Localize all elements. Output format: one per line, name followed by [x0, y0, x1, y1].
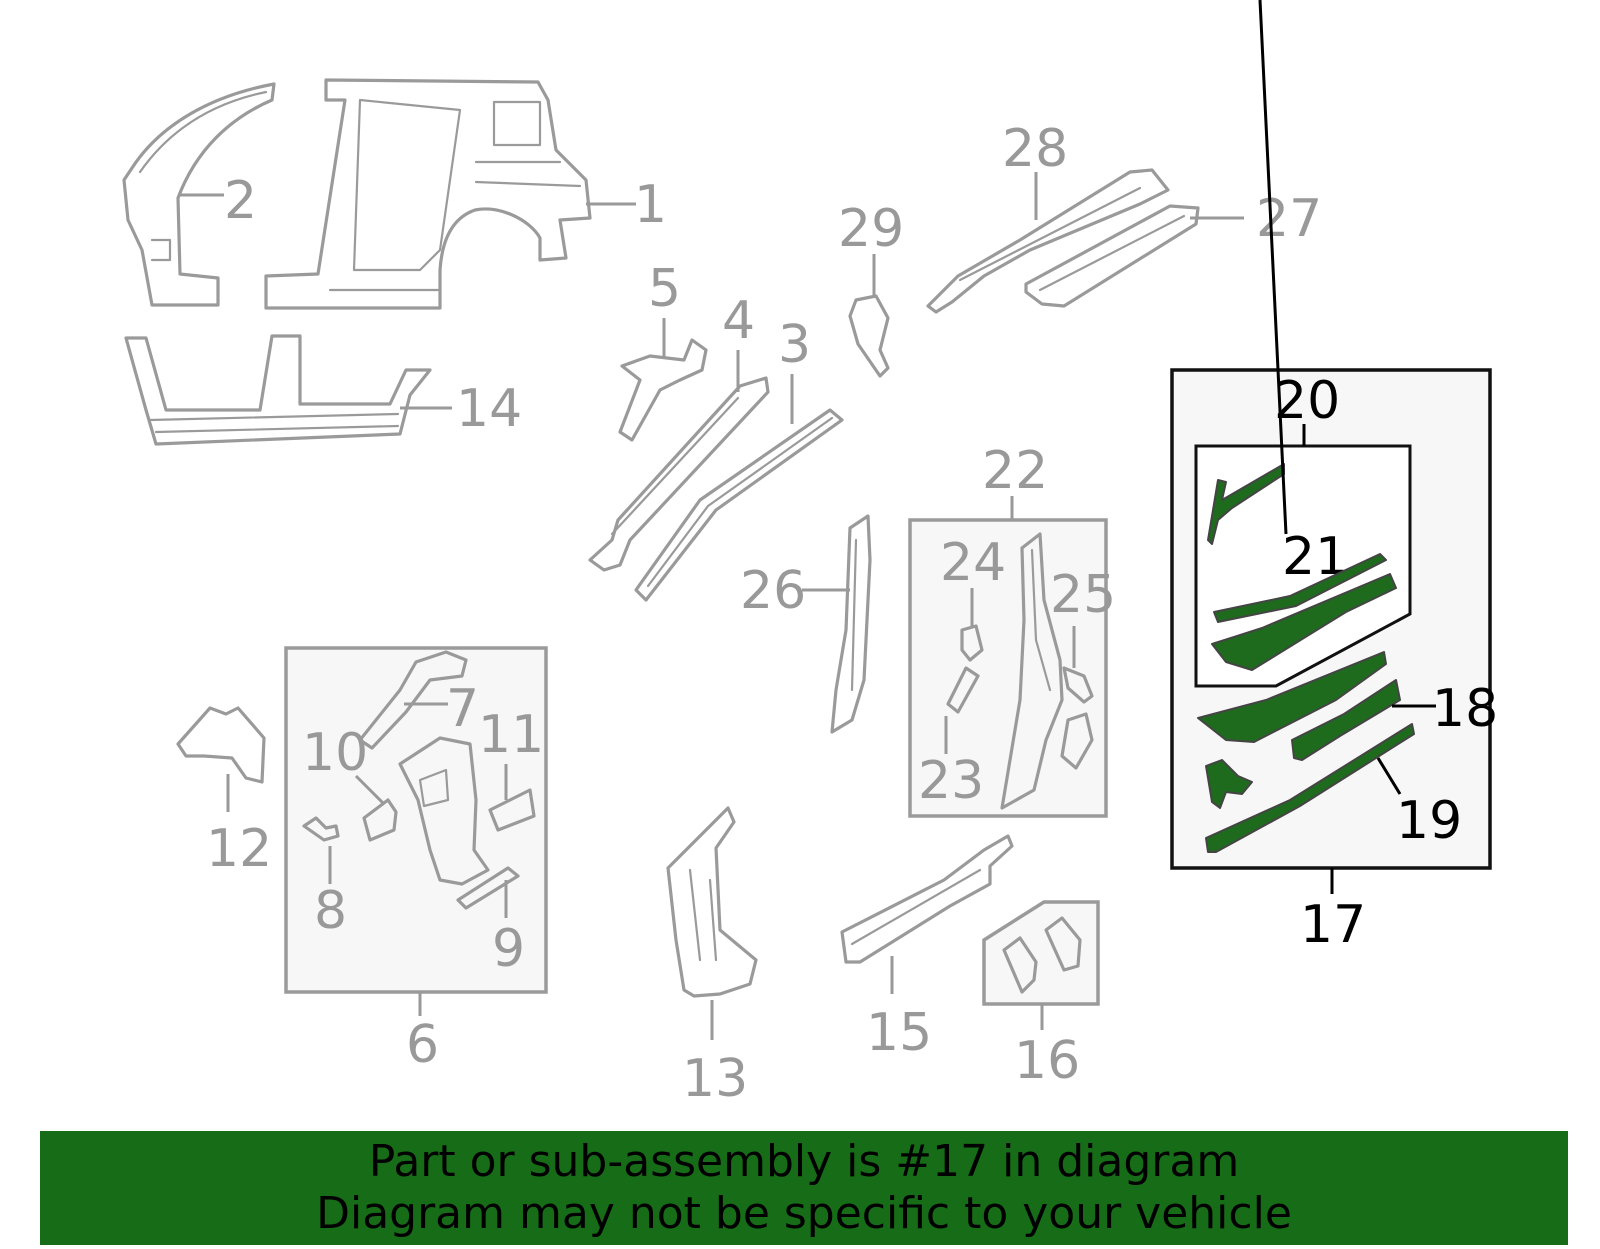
callout-27: 27 — [1256, 189, 1322, 249]
leader-19 — [1376, 757, 1402, 795]
callout-8: 8 — [314, 881, 347, 941]
callout-20: 20 — [1274, 371, 1340, 431]
part-14-rocker-panel: 14 — [124, 334, 522, 446]
group-box-17-highlighted: 17 20 21 18 19 — [1170, 0, 1498, 955]
callout-28: 28 — [1002, 119, 1068, 179]
callout-22: 22 — [982, 441, 1048, 501]
callout-5: 5 — [648, 259, 681, 319]
part-27-roof-rail-reinf: 27 — [1024, 189, 1322, 308]
banner-line-2: Diagram may not be specific to your vehi… — [316, 1188, 1292, 1239]
part-3-roof-rail-inner: 3 — [634, 315, 844, 602]
callout-6: 6 — [406, 1015, 439, 1075]
part-26-pillar-reinf: 26 — [740, 514, 872, 734]
part-4-roof-rail: 4 — [588, 291, 770, 572]
callout-2: 2 — [224, 171, 257, 231]
callout-26: 26 — [740, 561, 806, 621]
callout-19: 19 — [1396, 791, 1462, 851]
leader-21 — [1258, 0, 1288, 535]
part-5-bracket: 5 — [618, 259, 708, 442]
callout-17: 17 — [1300, 895, 1366, 955]
callout-9: 9 — [492, 919, 525, 979]
part-13-pillar-lower: 13 — [666, 806, 758, 1109]
banner-line-1: Part or sub-assembly is #17 in diagram — [368, 1136, 1240, 1187]
part-1-body-side-outer: 1 — [264, 78, 667, 310]
callout-25: 25 — [1050, 565, 1116, 625]
part-29-gusset: 29 — [838, 199, 904, 378]
callout-16: 16 — [1014, 1031, 1080, 1091]
callout-1: 1 — [634, 175, 667, 235]
callout-3: 3 — [778, 315, 811, 375]
callout-23: 23 — [918, 751, 984, 811]
callout-29: 29 — [838, 199, 904, 259]
callout-15: 15 — [866, 1003, 932, 1063]
group-box-22: 22 24 23 25 — [908, 441, 1116, 818]
part-28-roof-bow: 28 — [926, 119, 1170, 314]
leader-10 — [354, 774, 386, 806]
part-2-front-body-side: 2 — [122, 82, 276, 307]
group-box-6: 6 7 10 8 11 9 — [284, 646, 548, 1075]
callout-7: 7 — [446, 679, 479, 739]
callout-10: 10 — [302, 723, 368, 783]
callout-11: 11 — [478, 705, 544, 765]
group-box-20 — [1194, 444, 1412, 688]
callout-14: 14 — [456, 379, 522, 439]
callout-4: 4 — [722, 291, 755, 351]
part-12-bracket: 12 — [176, 706, 272, 879]
callout-13: 13 — [682, 1049, 748, 1109]
callout-18: 18 — [1432, 679, 1498, 739]
group-box-16: 16 — [982, 900, 1100, 1091]
callout-24: 24 — [940, 533, 1006, 593]
notice-banner: Part or sub-assembly is #17 in diagram D… — [40, 1131, 1568, 1245]
callout-12: 12 — [206, 819, 272, 879]
part-15-rocker-reinf: 15 — [840, 834, 1014, 1063]
